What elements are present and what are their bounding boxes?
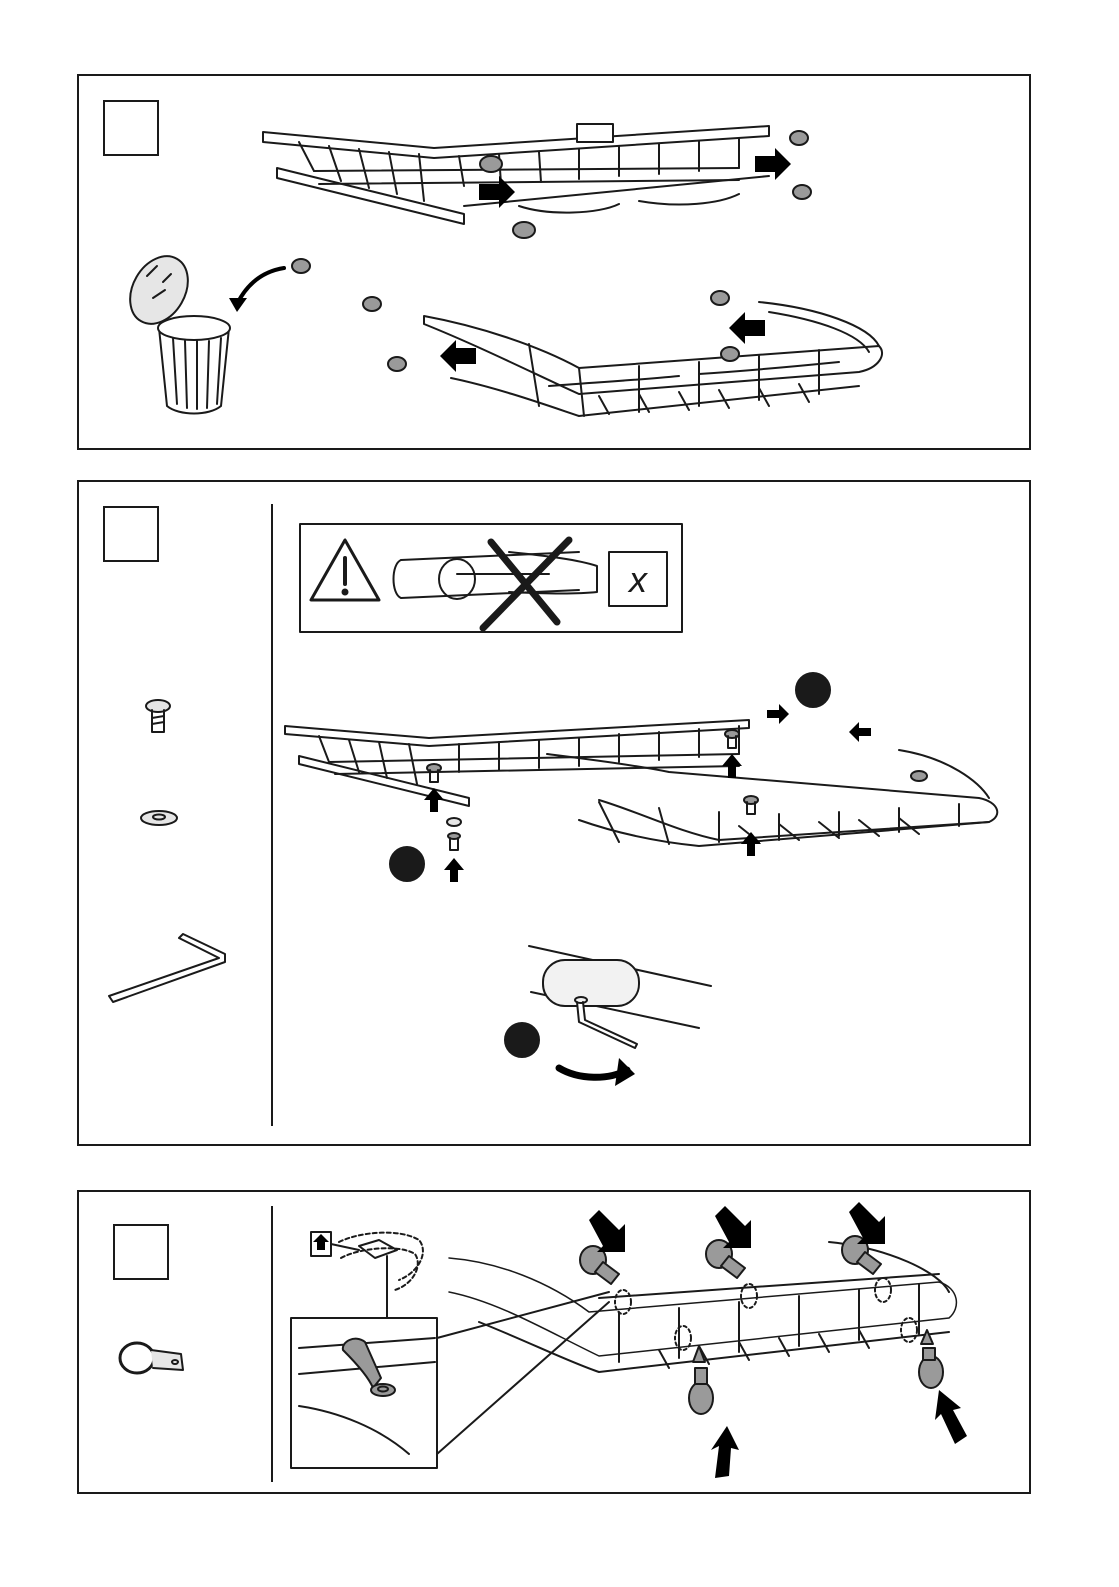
crossed-box-glyph: x <box>627 559 649 600</box>
trash-bin-icon <box>118 246 230 414</box>
clamp-zoom-inset <box>291 1292 609 1468</box>
tube-tightening-detail <box>529 946 711 1086</box>
step-1-panel <box>77 74 1031 450</box>
basket-end-caps-illustration <box>79 76 1033 452</box>
step-3-illustration <box>79 1192 1033 1496</box>
basket-with-clamps <box>449 1242 956 1372</box>
callout-dot-c <box>505 1023 539 1057</box>
step-3-panel <box>77 1190 1031 1494</box>
callout-dot-b <box>390 847 424 881</box>
clamp-icon <box>120 1343 183 1373</box>
bolt-icon <box>146 700 170 732</box>
callout-dot-a <box>796 673 830 707</box>
basket-assembly <box>285 720 997 846</box>
warning-box: x <box>300 524 682 632</box>
basket-front-section <box>263 124 769 224</box>
step-2-illustration: x <box>79 482 1033 1148</box>
washer-icon <box>141 811 177 825</box>
assembly-bolts <box>427 730 758 850</box>
basket-rear-section <box>424 302 882 416</box>
arrow-icon <box>589 1202 967 1478</box>
hex-key-icon <box>109 934 225 1002</box>
step-2-panel: x <box>77 480 1031 1146</box>
